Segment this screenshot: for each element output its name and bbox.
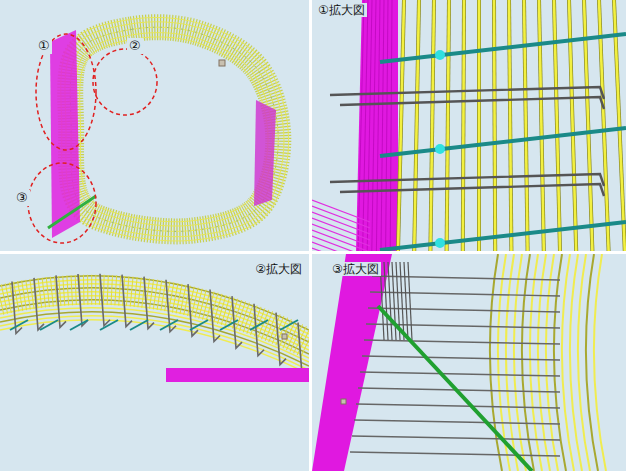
- callout-number: ②: [127, 38, 143, 54]
- detail-ring: [28, 163, 96, 243]
- rebar-overview: [28, 17, 289, 243]
- panel-ground: [0, 254, 309, 471]
- rebar-detail-two: [0, 274, 309, 382]
- panel-title: ①拡大図: [316, 3, 367, 17]
- detail-ring: [93, 49, 157, 115]
- callout-number: ③: [14, 190, 30, 206]
- panel-ground: [0, 0, 309, 251]
- panel-title: ②拡大図: [253, 262, 304, 276]
- rebar-detail-three: [312, 254, 606, 471]
- rebar-detail-one: [312, 0, 626, 251]
- callout-number: ①: [36, 38, 52, 54]
- panel-ground: [312, 254, 626, 471]
- panel-title: ③拡大図: [330, 262, 381, 276]
- panel-ground: [312, 0, 626, 251]
- detail-ring: [36, 34, 96, 150]
